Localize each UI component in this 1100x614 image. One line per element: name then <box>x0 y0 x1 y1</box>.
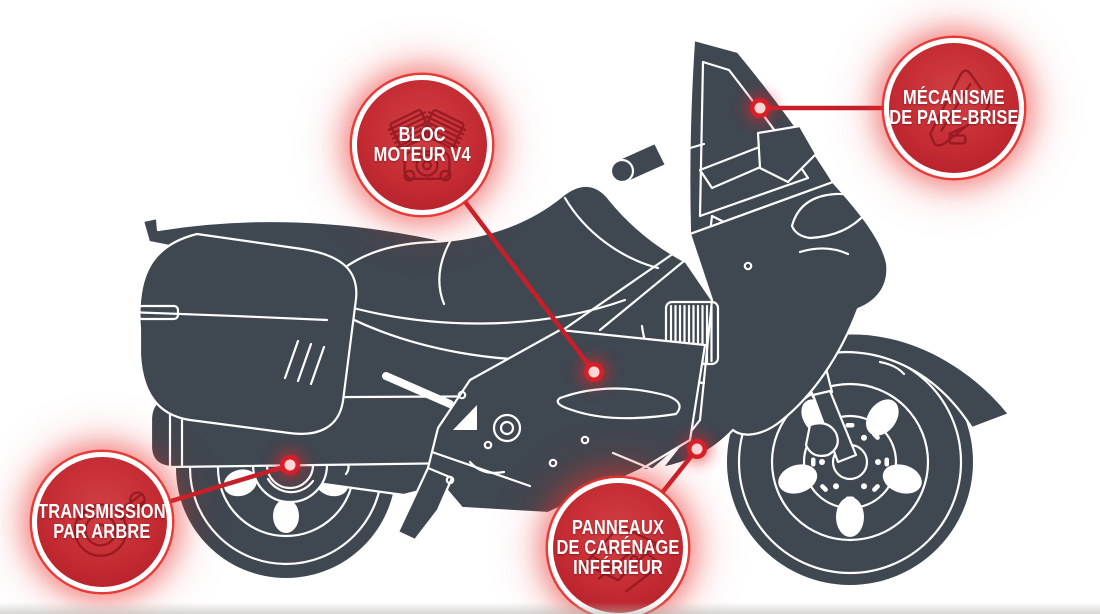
target-dot-shaft-drive <box>275 450 305 480</box>
callout-line: BLOC <box>398 124 446 146</box>
callout-line: INFÉRIEUR <box>573 557 663 579</box>
callout-windshield-mechanism: MÉCANISME DE PARE-BRISE <box>884 38 1024 178</box>
handlebar-and-mirror <box>609 124 818 190</box>
drive-shaft-icon <box>73 491 146 557</box>
callout-label-windshield-mechanism: MÉCANISME DE PARE-BRISE <box>889 88 1018 128</box>
callout-line: TRANSMISSION <box>38 501 166 523</box>
fairing-panel-icon <box>583 524 663 593</box>
callout-lower-fairing: PANNEAUX DE CARÉNAGE INFÉRIEUR <box>548 478 688 614</box>
callout-label-lower-fairing: PANNEAUX DE CARÉNAGE INFÉRIEUR <box>557 518 680 578</box>
callout-label-engine-block: BLOC MOTEUR V4 <box>373 125 470 165</box>
target-dot-lower-fairing <box>682 434 712 464</box>
callout-line: PANNEAUX <box>571 517 665 539</box>
callout-line: MOTEUR V4 <box>373 144 471 166</box>
callout-line: MÉCANISME <box>903 87 1005 109</box>
windshield-icon <box>929 69 991 147</box>
v4-engine-icon <box>387 109 467 182</box>
callout-engine-block: BLOC MOTEUR V4 <box>352 75 492 215</box>
panel-gap-highlight <box>382 372 454 408</box>
callout-line: PAR ARBRE <box>53 521 151 543</box>
target-dot-engine-block <box>579 357 609 387</box>
saddlebag <box>124 232 358 435</box>
callout-line: DE CARÉNAGE <box>556 537 680 559</box>
front-brake-disc <box>802 414 898 510</box>
target-dot-windshield-mechanism <box>745 93 775 123</box>
headlight-outline <box>790 192 868 240</box>
front-fairing <box>660 180 889 470</box>
mirror-housing <box>756 124 818 184</box>
bottom-shadow-strip <box>0 602 1100 614</box>
lower-fairing <box>396 328 707 542</box>
callout-shaft-drive: TRANSMISSION PAR ARBRE <box>32 452 172 592</box>
callout-line: DE PARE-BRISE <box>889 107 1019 129</box>
callout-label-shaft-drive: TRANSMISSION PAR ARBRE <box>38 502 166 542</box>
